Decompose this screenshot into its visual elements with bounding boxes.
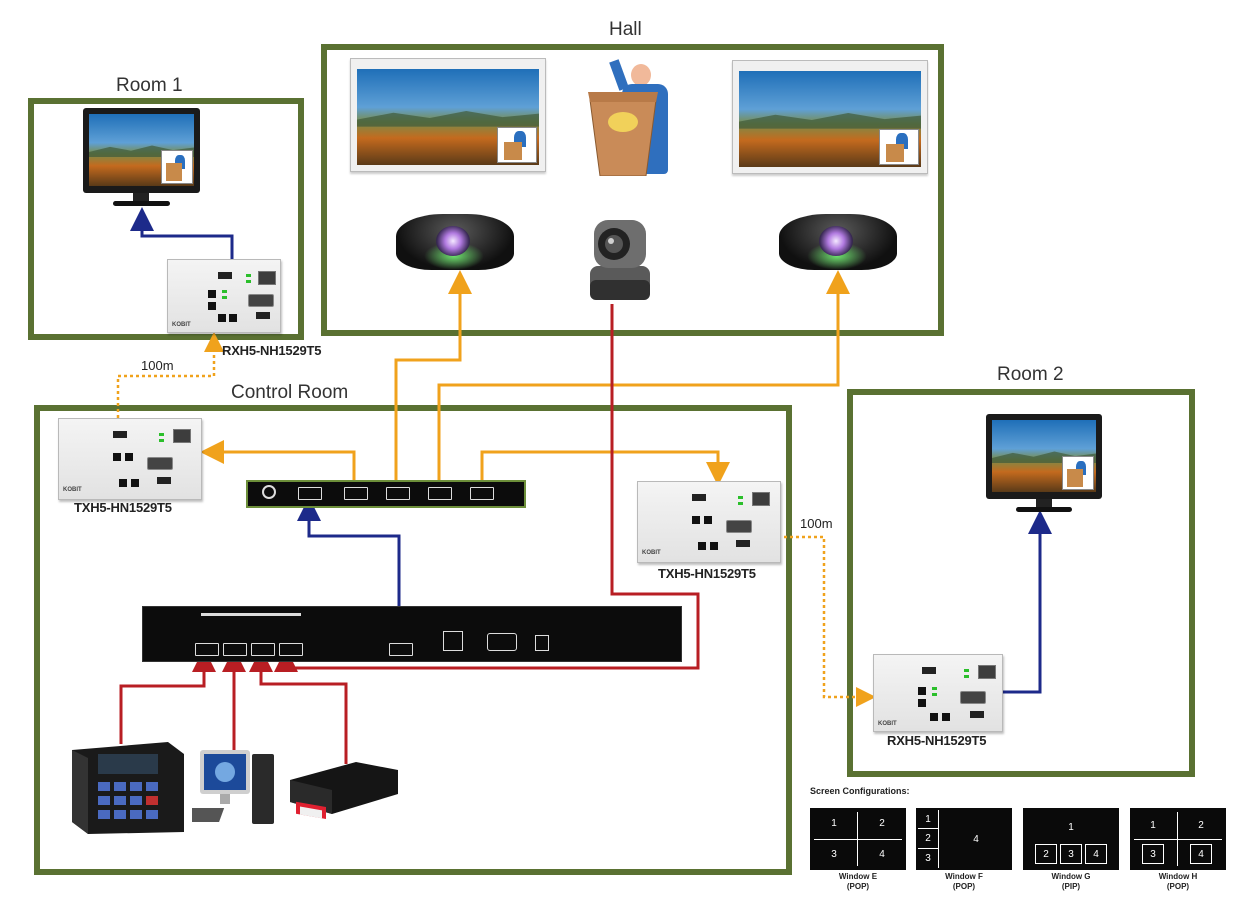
window-h-layout: 1 2 3 4 <box>1130 808 1226 870</box>
window-e-cell-3: 3 <box>831 849 837 860</box>
window-f-cell-3: 3 <box>925 853 931 864</box>
hdmi-output-room1-monitor <box>130 207 234 259</box>
control-room-title: Control Room <box>231 382 349 403</box>
window-e-caption: Window E(POP) <box>838 872 878 891</box>
player-input-cable <box>249 648 348 764</box>
hdmi-cable-to-tx-left <box>200 440 356 483</box>
hdmi-switcher-to-splitter <box>297 497 401 614</box>
window-f-cell-4: 4 <box>973 833 979 845</box>
window-f-layout: 1 2 3 4 <box>916 808 1012 870</box>
window-h-cell-1: 1 <box>1150 819 1156 831</box>
hdmi-cable-to-left-projector <box>394 270 472 483</box>
hdmi-switcher-icon <box>142 606 682 662</box>
ptz-camera-icon <box>590 220 650 300</box>
window-h-cell-4: 4 <box>1190 844 1212 864</box>
window-e-cell-1: 1 <box>831 818 837 829</box>
desktop-pc-icon <box>192 750 274 824</box>
window-h-caption: Window H(POP) <box>1158 872 1198 891</box>
tx-right-label: TXH5-HN1529T5 <box>658 566 756 581</box>
projection-screen-icon <box>350 58 546 172</box>
hdmi-splitter-icon <box>246 480 526 508</box>
window-e-cell-4: 4 <box>879 849 885 860</box>
hdbaset-wallplate-icon: KOBIT <box>637 481 781 563</box>
hdbaset-link-room2 <box>784 535 876 707</box>
room1-title: Room 1 <box>116 75 183 96</box>
window-g-cell-1: 1 <box>1068 821 1074 833</box>
window-h-cell-3: 3 <box>1142 844 1164 864</box>
hdmi-cable-to-tx-right <box>480 450 730 486</box>
lcd-monitor-icon <box>83 108 200 208</box>
room2-title: Room 2 <box>997 364 1064 385</box>
hdbaset-wallplate-icon: KOBIT <box>58 418 202 500</box>
tx-left-label: TXH5-HN1529T5 <box>74 500 172 515</box>
window-g-cell-3: 3 <box>1060 844 1082 864</box>
window-e-cell-2: 2 <box>879 818 885 829</box>
window-f-cell-1: 1 <box>925 813 931 825</box>
hdmi-cable-to-right-projector <box>437 270 850 483</box>
room2-distance-label: 100m <box>800 516 833 531</box>
lcd-monitor-icon <box>986 414 1102 514</box>
screen-configurations-title: Screen Configurations: <box>810 786 910 796</box>
window-g-cell-2: 2 <box>1035 844 1057 864</box>
window-f-caption: Window F(POP) <box>945 872 983 891</box>
hall-title: Hall <box>609 19 642 40</box>
controller-input-cable <box>119 648 216 744</box>
blu-ray-player-icon <box>290 762 398 820</box>
rx-room1-label: RXH5-NH1529T5 <box>222 343 322 358</box>
projection-screen-icon <box>732 60 928 174</box>
hdmi-output-room2-monitor <box>1002 510 1052 694</box>
window-g-layout: 1 2 3 4 <box>1023 808 1119 870</box>
camera-input-cable <box>274 304 700 672</box>
speaker-podium-icon <box>588 59 688 176</box>
window-g-caption: Window G(PIP) <box>1051 872 1091 891</box>
projector-icon <box>396 214 514 270</box>
window-h-cell-2: 2 <box>1198 819 1204 831</box>
room1-distance-label: 100m <box>141 358 174 373</box>
hdbaset-wallplate-icon: KOBIT <box>873 654 1003 732</box>
projector-icon <box>779 214 897 270</box>
av-controller-icon <box>72 742 184 834</box>
window-f-cell-2: 2 <box>925 833 931 844</box>
window-e-layout: 1 2 3 4 <box>810 808 906 870</box>
rx-room2-label: RXH5-NH1529T5 <box>887 733 987 748</box>
hdbaset-wallplate-icon: KOBIT <box>167 259 281 333</box>
hdbaset-link-room1 <box>116 332 224 418</box>
window-g-cell-4: 4 <box>1085 844 1107 864</box>
